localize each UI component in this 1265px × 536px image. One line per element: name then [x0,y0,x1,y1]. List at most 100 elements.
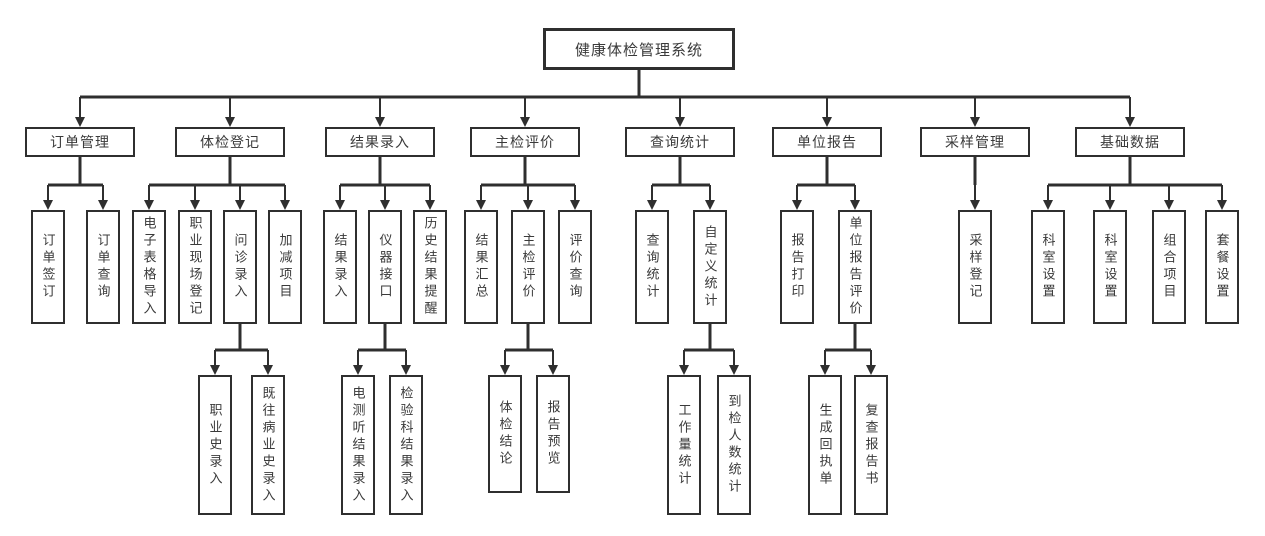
tree-node-label: 体检结论 [497,400,513,468]
tree-node-label: 订单签订 [40,233,56,301]
tree-node-label: 报告打印 [789,233,805,301]
tree-node: 主检评价 [470,127,580,157]
tree-node-label: 电子表格导入 [141,216,157,318]
tree-node: 查询统计 [635,210,669,324]
tree-node: 报告打印 [780,210,814,324]
tree-node: 采样登记 [958,210,992,324]
tree-node: 检验科结果录入 [389,375,423,515]
arrowhead-down-icon [380,200,390,210]
tree-node-label: 体检登记 [200,134,260,150]
tree-node-label: 复查报告书 [863,402,879,488]
arrowhead-down-icon [43,200,53,210]
tree-node: 结果汇总 [464,210,498,324]
arrowhead-down-icon [705,200,715,210]
tree-node: 职业史录入 [198,375,232,515]
arrowhead-down-icon [1105,200,1115,210]
tree-node-label: 报告预览 [545,400,561,468]
arrowhead-down-icon [353,365,363,375]
tree-node: 既往病业史录入 [251,375,285,515]
arrowhead-down-icon [425,200,435,210]
tree-node: 加减项目 [268,210,302,324]
tree-node-label: 组合项目 [1161,233,1177,301]
arrowhead-down-icon [375,117,385,127]
arrowhead-down-icon [280,200,290,210]
arrowhead-down-icon [679,365,689,375]
tree-node: 仪器接口 [368,210,402,324]
arrowhead-down-icon [548,365,558,375]
tree-node: 评价查询 [558,210,592,324]
arrowhead-down-icon [401,365,411,375]
arrowhead-down-icon [970,117,980,127]
arrowhead-down-icon [75,117,85,127]
tree-node: 订单查询 [86,210,120,324]
arrowhead-down-icon [866,365,876,375]
tree-node-label: 自定义统计 [702,224,718,310]
tree-node: 科室设置 [1031,210,1065,324]
tree-node: 职业现场登记 [178,210,212,324]
tree-node: 组合项目 [1152,210,1186,324]
arrowhead-down-icon [1125,117,1135,127]
arrowhead-down-icon [98,200,108,210]
arrowhead-down-icon [729,365,739,375]
arrowhead-down-icon [500,365,510,375]
arrowhead-down-icon [190,200,200,210]
tree-node-label: 单位报告 [797,134,857,150]
tree-node: 电子表格导入 [132,210,166,324]
arrowhead-down-icon [850,200,860,210]
arrowhead-down-icon [210,365,220,375]
tree-node-label: 评价查询 [567,233,583,301]
tree-node: 电测听结果录入 [341,375,375,515]
tree-node-label: 主检评价 [495,134,555,150]
tree-node: 采样管理 [920,127,1030,157]
arrowhead-down-icon [792,200,802,210]
arrowhead-down-icon [1217,200,1227,210]
arrowhead-down-icon [476,200,486,210]
tree-node-label: 职业现场登记 [187,216,203,318]
tree-node: 科室设置 [1093,210,1127,324]
arrowhead-down-icon [820,365,830,375]
arrowhead-down-icon [523,200,533,210]
arrowhead-down-icon [1164,200,1174,210]
arrowhead-down-icon [822,117,832,127]
tree-node: 体检结论 [488,375,522,493]
tree-node-label: 科室设置 [1102,233,1118,301]
arrowhead-down-icon [225,117,235,127]
tree-node: 生成回执单 [808,375,842,515]
tree-node: 健康体检管理系统 [543,28,735,70]
tree-node: 主检评价 [511,210,545,324]
tree-node-label: 结果录入 [350,134,410,150]
tree-node: 复查报告书 [854,375,888,515]
tree-node: 基础数据 [1075,127,1185,157]
tree-node-label: 既往病业史录入 [260,385,276,505]
tree-node-label: 基础数据 [1100,134,1160,150]
tree-node: 问诊录入 [223,210,257,324]
tree-node-label: 检验科结果录入 [398,385,414,505]
tree-node-label: 采样登记 [967,233,983,301]
tree-node: 体检登记 [175,127,285,157]
arrowhead-down-icon [335,200,345,210]
tree-node-label: 到检人数统计 [726,394,742,496]
tree-node-label: 单位报告评价 [847,216,863,318]
tree-node: 结果录入 [325,127,435,157]
tree-node: 工作量统计 [667,375,701,515]
tree-node: 查询统计 [625,127,735,157]
tree-node-label: 套餐设置 [1214,233,1230,301]
tree-node-label: 结果录入 [332,233,348,301]
tree-node: 到检人数统计 [717,375,751,515]
arrowhead-down-icon [970,200,980,210]
tree-node-label: 工作量统计 [676,402,692,488]
tree-node-label: 历史结果提醒 [422,216,438,318]
tree-node: 自定义统计 [693,210,727,324]
tree-node: 历史结果提醒 [413,210,447,324]
tree-node: 订单签订 [31,210,65,324]
arrowhead-down-icon [1043,200,1053,210]
tree-node-label: 订单查询 [95,233,111,301]
tree-node-label: 健康体检管理系统 [574,41,703,59]
tree-node: 套餐设置 [1205,210,1239,324]
tree-node-label: 查询统计 [650,134,710,150]
tree-node-label: 科室设置 [1040,233,1056,301]
tree-node-label: 主检评价 [520,233,536,301]
arrowhead-down-icon [570,200,580,210]
